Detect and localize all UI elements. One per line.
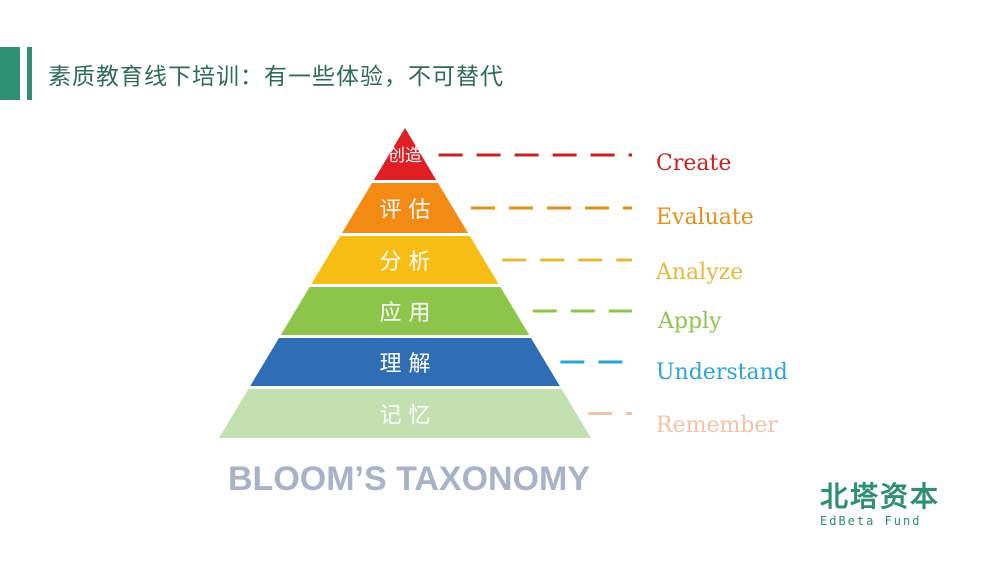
pyramid-label-evaluate: 评 估 xyxy=(380,198,431,223)
logo-english: EdBeta Fund xyxy=(820,514,922,528)
slide-title: 素质教育线下培训：有一些体验，不可替代 xyxy=(48,64,504,90)
pyramid-layer-understand xyxy=(250,338,560,386)
pyramid-labels: 创造评 估分 析应 用理 解记 忆 xyxy=(380,146,431,429)
pyramid-layer-remember xyxy=(219,389,591,438)
english-labels: CreateEvaluateAnalyzeApplyUnderstandReme… xyxy=(655,151,788,438)
english-label-apply: Apply xyxy=(657,309,722,334)
pyramid-layers xyxy=(219,128,591,438)
pyramid-label-create: 创造 xyxy=(388,146,422,166)
english-label-evaluate: Evaluate xyxy=(656,205,754,230)
pyramid-label-analyze: 分 析 xyxy=(380,250,431,275)
connector-lines xyxy=(438,153,632,415)
accent-bar xyxy=(0,47,20,100)
pyramid-layer-apply xyxy=(280,287,530,335)
pyramid-label-apply: 应 用 xyxy=(380,301,431,326)
english-label-understand: Understand xyxy=(656,360,788,385)
pyramid-label-remember: 记 忆 xyxy=(380,404,431,429)
english-label-analyze: Analyze xyxy=(655,260,743,285)
pyramid-label-understand: 理 解 xyxy=(380,352,431,377)
accent-bar-thin xyxy=(27,47,32,100)
logo-chinese: 北塔资本 xyxy=(820,480,941,513)
logo: 北塔资本 EdBeta Fund xyxy=(820,480,950,529)
taxonomy-caption: BLOOM’S TAXONOMY xyxy=(228,460,591,498)
pyramid-layer-analyze xyxy=(311,236,499,284)
english-label-remember: Remember xyxy=(656,413,778,438)
english-label-create: Create xyxy=(656,151,731,176)
pyramid-layer-evaluate xyxy=(342,183,468,233)
pyramid-layer-create xyxy=(373,128,437,180)
